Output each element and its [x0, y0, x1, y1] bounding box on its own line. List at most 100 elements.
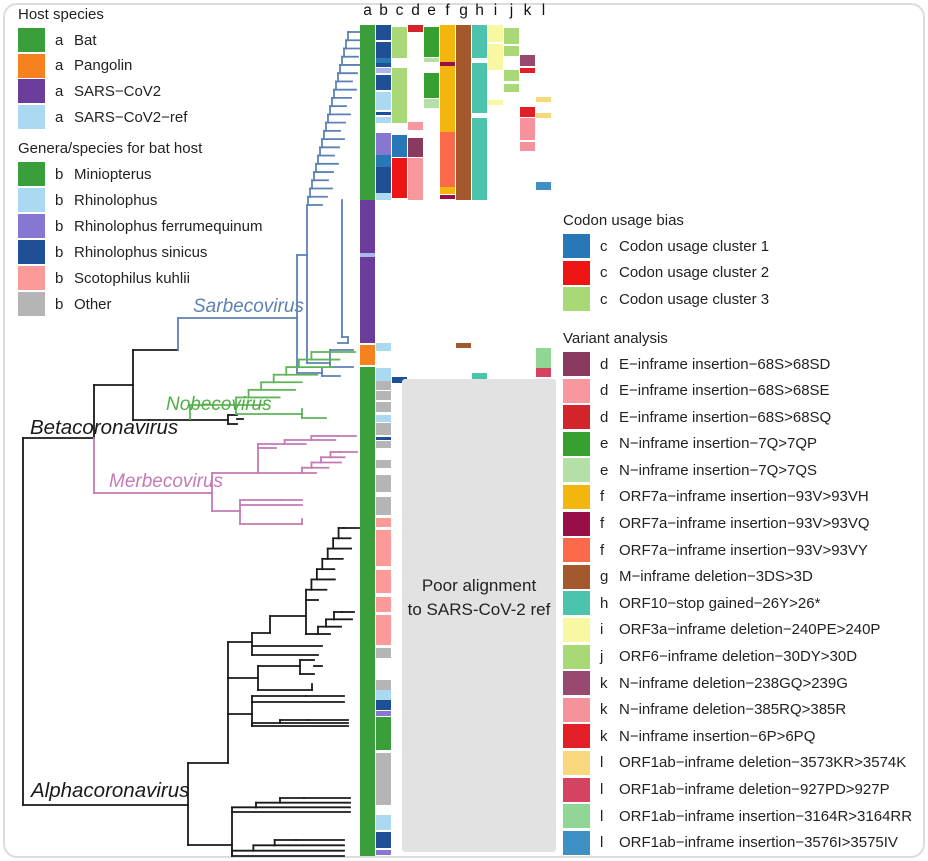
legend-item-letter: k: [600, 701, 608, 719]
legend-swatch: [563, 777, 590, 802]
legend-item-letter: i: [600, 621, 604, 639]
heatmap-cell-f: [440, 62, 455, 66]
legend-swatch: [563, 671, 590, 696]
column-header-h: h: [475, 2, 484, 19]
column-header-a: a: [363, 2, 372, 19]
heatmap-cell-h: [472, 63, 487, 113]
heatmap-cell-j: [504, 46, 519, 56]
legend-swatch: [563, 564, 590, 589]
heatmap-cell-j: [504, 84, 519, 92]
legend-item-label: ORF7a−inframe insertion−93V>93VY: [619, 541, 868, 559]
legend-item-label: ORF1ab−inframe insertion−3164R>3164RR: [619, 807, 913, 825]
heatmap-cell-b: [376, 753, 391, 805]
legend-item-letter: l: [600, 754, 604, 772]
legend-swatch: [563, 352, 590, 376]
legend-swatch: [563, 724, 590, 749]
heatmap-cell-e: [424, 99, 439, 108]
legend-item-label: N−inframe insertion−7Q>7QS: [619, 461, 818, 479]
column-header-d: d: [411, 2, 420, 19]
legend-item-letter: b: [55, 269, 64, 287]
heatmap-cell-d: [408, 158, 423, 200]
legend-swatch: [18, 28, 45, 52]
legend-item-letter: g: [600, 568, 609, 586]
heatmap-cell-a: [360, 257, 375, 343]
legend-item-letter: j: [600, 648, 604, 666]
legend-swatch: [563, 697, 590, 722]
legend-swatch: [563, 617, 590, 642]
heatmap-cell-b: [376, 68, 391, 73]
column-header-k: k: [523, 2, 532, 19]
legend-item-letter: c: [600, 237, 608, 255]
legend-codon-title: Codon usage bias: [563, 212, 684, 229]
heatmap-cell-b: [376, 815, 391, 830]
heatmap-cell-j: [504, 28, 519, 44]
legend-swatch: [18, 105, 45, 130]
legend-swatch: [18, 266, 45, 290]
heatmap-cell-k: [520, 68, 535, 73]
heatmap-cell-c: [392, 158, 407, 198]
legend-item-letter: a: [55, 82, 64, 100]
legend-swatch: [563, 287, 590, 312]
legend-item: k N−inframe deletion−385RQ>385R: [563, 697, 912, 722]
heatmap-cell-c: [392, 27, 407, 58]
legend-swatch: [563, 234, 590, 258]
legend-item-letter: d: [600, 382, 609, 400]
heatmap-cell-b: [376, 92, 391, 110]
legend-item-letter: l: [600, 781, 604, 798]
legend-item: l ORF1ab−inframe deletion−927PD>927P: [563, 777, 912, 802]
column-header-e: e: [427, 2, 436, 19]
legend-item-label: Other: [74, 295, 112, 313]
phylogenetic-tree: [22, 31, 369, 857]
legend-item-letter: f: [600, 541, 605, 559]
heatmap-cell-g: [456, 343, 471, 348]
heatmap-cell-b: [376, 711, 391, 716]
legend-swatch: [18, 79, 45, 104]
legend-item-letter: k: [600, 727, 608, 745]
heatmap-cell-k: [520, 142, 535, 151]
heatmap-cell-k: [520, 55, 535, 66]
legend-item-label: E−inframe insertion−68S>68SD: [619, 355, 831, 373]
legend-item-letter: f: [600, 488, 605, 506]
legend-item-label: E−inframe insertion−68S>68SQ: [619, 408, 832, 426]
legend-swatch: [18, 214, 45, 238]
legend-item-letter: c: [600, 290, 608, 308]
legend-item-letter: b: [55, 165, 64, 183]
heatmap-cell-b: [376, 368, 391, 381]
heatmap-cell-i: [488, 100, 503, 105]
column-header-l: l: [541, 2, 546, 19]
heatmap-cell-b: [376, 648, 391, 658]
legend-item-label: ORF1ab−inframe deletion−927PD>927P: [619, 781, 890, 798]
legend-item-label: Codon usage cluster 2: [619, 264, 770, 282]
heatmap-cell-e: [424, 58, 439, 62]
heatmap-cell-b: [376, 717, 391, 750]
heatmap-cell-b: [376, 518, 391, 527]
heatmap-cell-a: [360, 200, 375, 253]
legend-item-letter: e: [600, 435, 609, 453]
clade-label-alphacoronavirus: Alphacoronavirus: [31, 779, 190, 802]
heatmap-cell-a: [360, 367, 375, 856]
heatmap-cell-k: [520, 118, 535, 140]
poor-alignment-text-line1: Poor alignment: [421, 575, 537, 595]
legend-item-label: SARS−CoV2−ref: [74, 108, 188, 126]
heatmap-cell-b: [376, 832, 391, 848]
legend-item-label: N−inframe deletion−385RQ>385R: [619, 701, 847, 719]
legend-swatch: [18, 162, 45, 186]
heatmap-cell-e: [424, 27, 439, 57]
heatmap-cell-a: [360, 345, 375, 365]
